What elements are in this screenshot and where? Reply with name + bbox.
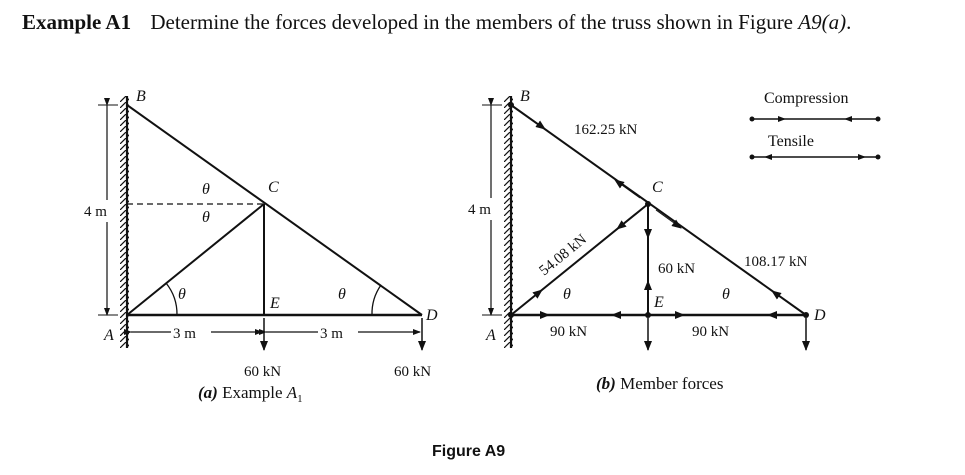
caption-b: (b) Member forces bbox=[596, 374, 723, 393]
node-A: A bbox=[103, 327, 114, 344]
force-label-BC: 162.25 kN bbox=[574, 122, 638, 138]
force-arrow-AC-at-C bbox=[616, 213, 637, 230]
theta-A: θ bbox=[563, 286, 571, 303]
theta-upper: θ bbox=[202, 181, 210, 198]
node-B: B bbox=[136, 88, 146, 105]
force-arrow-AC-at-A bbox=[522, 289, 543, 306]
joint-A bbox=[508, 312, 514, 318]
dim-left-label: 3 m bbox=[173, 326, 196, 342]
legend-tensile-label: Tensile bbox=[768, 133, 814, 150]
dim-right-label: 3 m bbox=[320, 326, 343, 342]
theta-D: θ bbox=[338, 286, 346, 303]
problem-statement: Determine the forces developed in the me… bbox=[150, 10, 852, 34]
theta-A: θ bbox=[178, 286, 186, 303]
force-label-AE: 90 kN bbox=[550, 324, 587, 340]
force-label-CD: 108.17 kN bbox=[744, 254, 808, 270]
joint-E bbox=[645, 312, 651, 318]
node-B: B bbox=[520, 88, 530, 105]
example-label: Example A1 bbox=[22, 10, 132, 34]
legend-compression-label: Compression bbox=[764, 90, 848, 107]
load-label-E: 60 kN bbox=[244, 364, 281, 380]
member-BD bbox=[510, 104, 807, 316]
wall-support-right bbox=[504, 96, 513, 348]
truss-member-forces-b: 4 m B C E D A 162.25 kN 54.08 kN 60 kN 1… bbox=[466, 88, 881, 393]
joint-D bbox=[803, 312, 809, 318]
legend: Compression Tensile bbox=[749, 90, 881, 160]
angle-arc-A bbox=[165, 282, 178, 316]
node-D: D bbox=[425, 307, 438, 324]
member-BD bbox=[126, 104, 423, 316]
example-header: Example A1 Determine the forces develope… bbox=[22, 10, 851, 35]
wall-support-left bbox=[120, 96, 129, 348]
node-C: C bbox=[652, 179, 663, 196]
theta-D: θ bbox=[722, 286, 730, 303]
angle-arc-D bbox=[371, 284, 382, 316]
caption-a: (a) Example A1 bbox=[198, 383, 303, 405]
force-arrow-CD-at-C bbox=[655, 209, 682, 229]
theta-lower: θ bbox=[202, 209, 210, 226]
dim-height-label: 4 m bbox=[84, 204, 107, 220]
node-D: D bbox=[813, 307, 826, 324]
load-label-D: 60 kN bbox=[394, 364, 431, 380]
member-AC bbox=[126, 203, 265, 316]
node-A: A bbox=[485, 327, 496, 344]
force-arrow-BC-at-B bbox=[519, 110, 546, 130]
node-E: E bbox=[653, 294, 664, 311]
node-C: C bbox=[268, 179, 279, 196]
force-arrow-CD-at-D bbox=[771, 290, 798, 310]
force-label-ED: 90 kN bbox=[692, 324, 729, 340]
force-arrow-BC-at-C bbox=[614, 179, 641, 199]
figure-caption: Figure A9 bbox=[432, 443, 505, 460]
joint-B bbox=[508, 102, 514, 108]
joint-C bbox=[645, 201, 651, 207]
dim-height-label: 4 m bbox=[468, 202, 491, 218]
truss-example-a: 4 m 3 m 3 m 60 kN 60 kN B C E D A θ θ θ … bbox=[82, 88, 438, 405]
node-E: E bbox=[269, 295, 280, 312]
force-label-CE: 60 kN bbox=[658, 261, 695, 277]
